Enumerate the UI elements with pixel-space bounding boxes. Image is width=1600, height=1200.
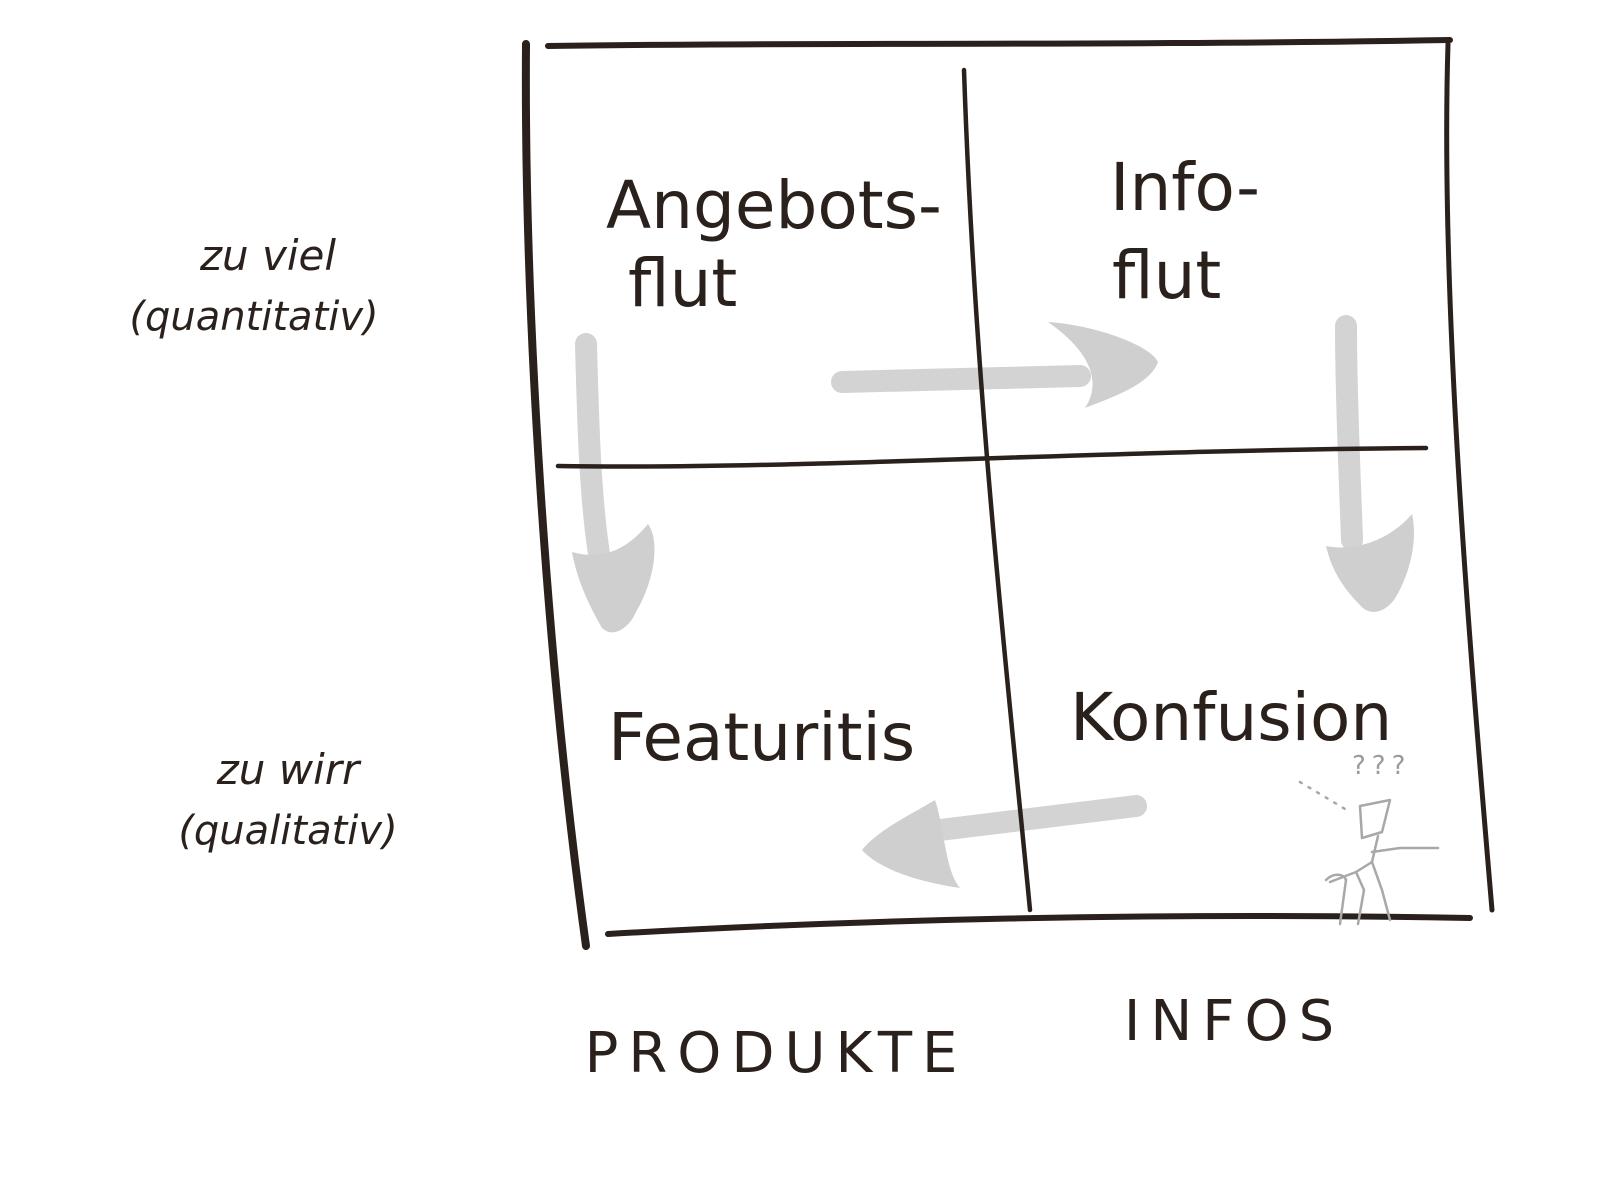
column-label-produkte: PRODUKTE (585, 1021, 968, 1086)
row-label-quantity-line2: (quantitativ) (129, 294, 378, 340)
cell-bottom-left-line1: Featuritis (608, 699, 915, 776)
confused-figure: ??? (1298, 751, 1440, 926)
cell-top-right-line2: flut (1112, 237, 1221, 314)
cell-top-left-line1: Angebots- (606, 167, 942, 244)
arrow-angebotsflut-to-infoflut (831, 322, 1158, 408)
column-label-infos: INFOS (1124, 989, 1344, 1054)
quadrant-frame (521, 37, 1495, 950)
row-label-quality-line1: zu wirr (216, 745, 362, 794)
figure-question-marks: ??? (1352, 751, 1411, 781)
row-label-quality-line2: (qualitativ) (178, 808, 397, 854)
arrow-konfusion-to-featuritis (862, 795, 1147, 888)
arrow-infoflut-to-konfusion (1326, 315, 1414, 612)
cell-top-right-line1: Info- (1110, 149, 1260, 226)
row-label-quantity-line1: zu viel (199, 231, 336, 280)
cell-bottom-right-line1: Konfusion (1070, 679, 1392, 756)
arrow-angebotsflut-to-featuritis (572, 333, 655, 633)
cell-top-left-line2: flut (628, 245, 737, 322)
